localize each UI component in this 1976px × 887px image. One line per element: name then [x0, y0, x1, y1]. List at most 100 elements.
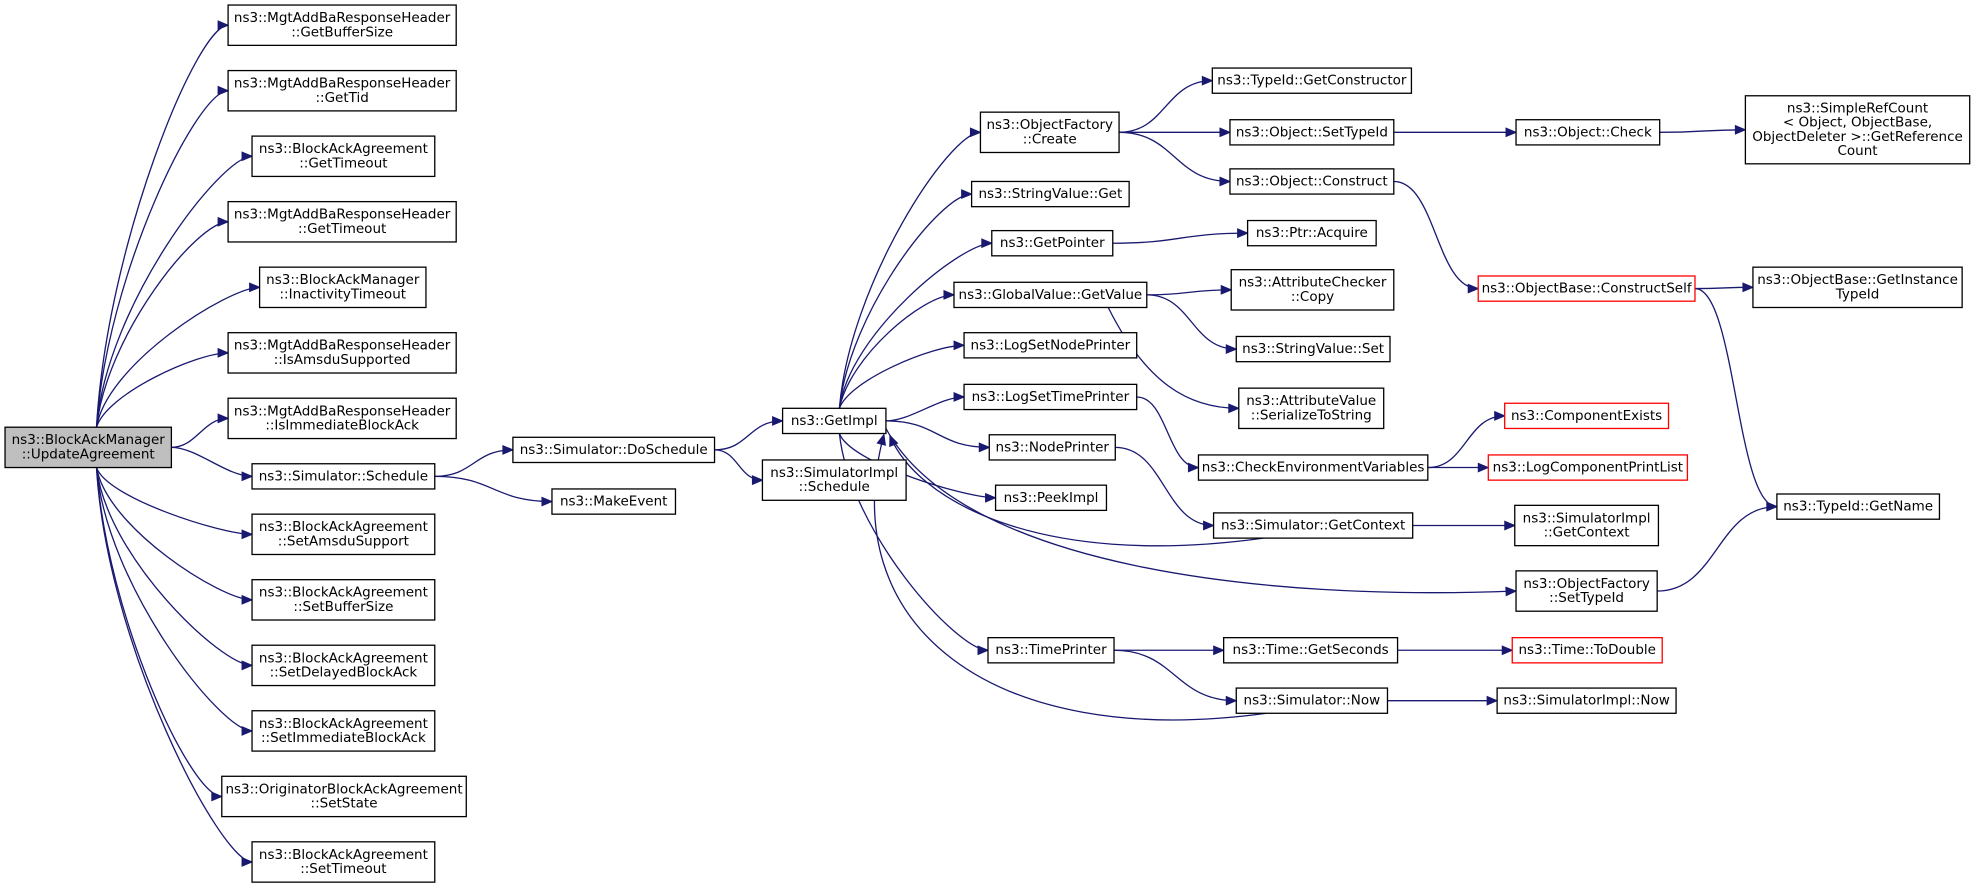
node-label: ::GetContext — [1544, 525, 1630, 541]
node-n2[interactable]: ns3::MgtAddBaResponseHeader::GetTid — [227, 69, 457, 112]
node-box — [1246, 219, 1377, 247]
arrow-head — [1477, 462, 1490, 473]
node-strget[interactable]: ns3::StringValue::Get — [970, 180, 1130, 208]
node-mkev[interactable]: ns3::MakeEvent — [551, 488, 677, 515]
node-label: ::GetTimeout — [298, 221, 386, 237]
node-sched[interactable]: ns3::Simulator::Schedule — [251, 463, 436, 490]
node-checkenv[interactable]: ns3::CheckEnvironmentVariables — [1197, 454, 1429, 481]
edge-root-to-n13 — [95, 467, 224, 802]
node-tidgetname[interactable]: ns3::TypeId::GetName — [1776, 493, 1941, 520]
edge-getimpl-to-getptr — [838, 238, 994, 409]
node-box — [251, 513, 436, 556]
node-box — [963, 332, 1138, 359]
edge-line — [838, 242, 992, 409]
arrow-head — [1237, 228, 1249, 239]
node-label: ns3::SimulatorImpl — [770, 465, 898, 481]
node-label: TypeId — [1835, 286, 1880, 302]
node-timeprinter[interactable]: ns3::TimePrinter — [987, 637, 1115, 664]
node-simgetctx[interactable]: ns3::Simulator::GetContext — [1212, 512, 1414, 539]
node-ptracq[interactable]: ns3::Ptr::Acquire — [1246, 219, 1377, 247]
arrow-head — [217, 413, 230, 424]
node-objsettid[interactable]: ns3::Object::SetTypeId — [1229, 119, 1395, 146]
arrow-head — [1219, 127, 1232, 138]
arrow-head — [1219, 176, 1232, 187]
node-strset[interactable]: ns3::StringValue::Set — [1235, 335, 1391, 363]
node-n3[interactable]: ns3::BlockAckAgreement::GetTimeout — [251, 135, 436, 178]
node-simimplsched[interactable]: ns3::SimulatorImpl::Schedule — [761, 459, 907, 501]
node-avser[interactable]: ns3::AttributeValue::SerializeToString — [1238, 387, 1385, 430]
node-srcgetref[interactable]: ns3::SimpleRefCount< Object, ObjectBase,… — [1744, 95, 1971, 165]
node-label: ns3::Simulator::Schedule — [259, 468, 428, 484]
edge-root-to-n9 — [95, 467, 254, 540]
edge-getimpl-to-ofcreate — [838, 127, 982, 409]
edge-root-to-n3 — [95, 151, 254, 428]
node-n10[interactable]: ns3::BlockAckAgreement::SetBufferSize — [251, 579, 436, 621]
node-ofcreate[interactable]: ns3::ObjectFactory::Create — [979, 111, 1120, 154]
node-box — [1752, 266, 1963, 309]
edge-line — [873, 434, 1267, 721]
edge-line — [1112, 232, 1248, 244]
node-lsnp[interactable]: ns3::LogSetNodePrinter — [963, 332, 1138, 359]
node-getptr[interactable]: ns3::GetPointer — [991, 229, 1114, 257]
node-box — [1235, 687, 1389, 714]
node-label: ns3::StringValue::Get — [978, 186, 1122, 202]
node-label: ::SetState — [311, 796, 378, 812]
node-n9[interactable]: ns3::BlockAckAgreement::SetAmsduSupport — [251, 513, 436, 556]
node-accopy[interactable]: ns3::AttributeChecker::Copy — [1230, 269, 1395, 311]
node-simnow[interactable]: ns3::Simulator::Now — [1235, 687, 1389, 714]
node-tidctor[interactable]: ns3::TypeId::GetConstructor — [1211, 67, 1413, 94]
node-label: ns3::ObjectFactory — [986, 117, 1113, 133]
node-gvget[interactable]: ns3::GlobalValue::GetValue — [953, 281, 1148, 309]
node-nodeprinter[interactable]: ns3::NodePrinter — [988, 434, 1116, 461]
node-box — [1238, 387, 1385, 430]
node-timetodouble[interactable]: ns3::Time::ToDouble — [1511, 637, 1663, 664]
node-label: ns3::GlobalValue::GetValue — [959, 287, 1143, 303]
node-n12[interactable]: ns3::BlockAckAgreement::SetImmediateBloc… — [251, 710, 436, 752]
node-n1[interactable]: ns3::MgtAddBaResponseHeader::GetBufferSi… — [227, 4, 457, 47]
node-ofsettid[interactable]: ns3::ObjectFactory::SetTypeId — [1515, 570, 1658, 612]
node-n5[interactable]: ns3::BlockAckManager::InactivityTimeout — [258, 266, 427, 309]
node-n13[interactable]: ns3::OriginatorBlockAckAgreement::SetSta… — [221, 775, 467, 818]
edge-ofsettid-to-tidgetname — [1657, 501, 1779, 592]
node-label: ns3::TypeId::GetName — [1783, 499, 1933, 515]
node-logcpl[interactable]: ns3::LogComponentPrintList — [1487, 454, 1689, 481]
node-box — [1776, 493, 1941, 520]
node-label: ns3::NodePrinter — [996, 439, 1110, 455]
node-n4[interactable]: ns3::MgtAddBaResponseHeader::GetTimeout — [227, 200, 457, 243]
node-n6[interactable]: ns3::MgtAddBaResponseHeader::IsAmsduSupp… — [227, 332, 457, 374]
edge-getimpl-to-ofsettid — [885, 428, 1518, 597]
edge-root-to-n6 — [95, 347, 230, 428]
node-compexists[interactable]: ns3::ComponentExists — [1504, 402, 1670, 430]
edge-line — [885, 396, 965, 422]
node-n11[interactable]: ns3::BlockAckAgreement::SetDelayedBlockA… — [251, 644, 436, 687]
edge-root-to-n12 — [95, 467, 254, 736]
node-box — [227, 200, 457, 243]
node-box — [1504, 402, 1670, 430]
edge-getimpl-to-nodeprinter — [885, 420, 991, 453]
edge-line — [171, 417, 229, 449]
node-simimplnow[interactable]: ns3::SimulatorImpl::Now — [1496, 687, 1677, 714]
node-objcheck[interactable]: ns3::Object::Check — [1515, 119, 1661, 146]
node-dosched[interactable]: ns3::Simulator::DoSchedule — [512, 436, 716, 464]
node-label: ns3::LogSetNodePrinter — [971, 337, 1131, 353]
arrow-head — [241, 594, 254, 605]
node-label: ::SerializeToString — [1251, 407, 1372, 423]
node-simimplgetctx[interactable]: ns3::SimulatorImpl::GetContext — [1514, 504, 1660, 547]
edge-root-to-n10 — [95, 467, 254, 605]
node-timegetsec[interactable]: ns3::Time::GetSeconds — [1223, 637, 1399, 664]
arrow-head — [876, 433, 887, 446]
node-n14[interactable]: ns3::BlockAckAgreement::SetTimeout — [251, 841, 436, 883]
node-objconstruct[interactable]: ns3::Object::Construct — [1229, 168, 1395, 195]
node-n7[interactable]: ns3::MgtAddBaResponseHeader::IsImmediate… — [227, 397, 457, 440]
node-obsconstructself[interactable]: ns3::ObjectBase::ConstructSelf — [1477, 275, 1696, 302]
node-getimpl[interactable]: ns3::GetImpl — [781, 407, 887, 435]
node-box — [991, 229, 1114, 257]
node-box — [1235, 335, 1391, 363]
node-box — [970, 180, 1130, 208]
node-box — [4, 426, 173, 469]
node-lstp[interactable]: ns3::LogSetTimePrinter — [963, 383, 1138, 411]
node-peekimpl[interactable]: ns3::PeekImpl — [994, 484, 1108, 512]
node-root[interactable]: ns3::BlockAckManager::UpdateAgreement — [4, 426, 173, 469]
arrow-head — [751, 475, 764, 486]
